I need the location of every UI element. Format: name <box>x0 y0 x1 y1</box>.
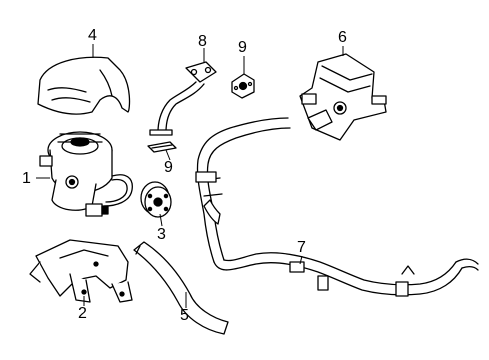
part-6-valve <box>299 53 387 141</box>
callout-8: 8 <box>198 33 207 50</box>
callout-3: 3 <box>157 226 166 243</box>
callout-9-lower: 9 <box>164 159 173 176</box>
leader-3 <box>159 213 163 227</box>
callout-2: 2 <box>78 305 87 322</box>
callout-9-upper: 9 <box>238 39 247 56</box>
part-5-hose <box>133 241 229 335</box>
part-7-hose-assembly <box>195 117 479 297</box>
leader-7 <box>299 255 303 265</box>
callout-6: 6 <box>338 29 347 46</box>
callout-5: 5 <box>180 307 189 324</box>
leader-9-lower <box>165 149 171 161</box>
part-9-gasket-upper <box>231 73 255 99</box>
callout-7: 7 <box>297 239 306 256</box>
part-4-pump-cover <box>37 56 131 115</box>
part-8-pipe <box>149 61 217 136</box>
part-9-gasket-lower <box>147 141 177 153</box>
part-2-bracket <box>29 239 133 303</box>
callout-1: 1 <box>22 170 31 187</box>
part-1-air-pump <box>39 131 133 217</box>
part-3-grommet <box>140 181 172 218</box>
callout-4: 4 <box>88 27 97 44</box>
